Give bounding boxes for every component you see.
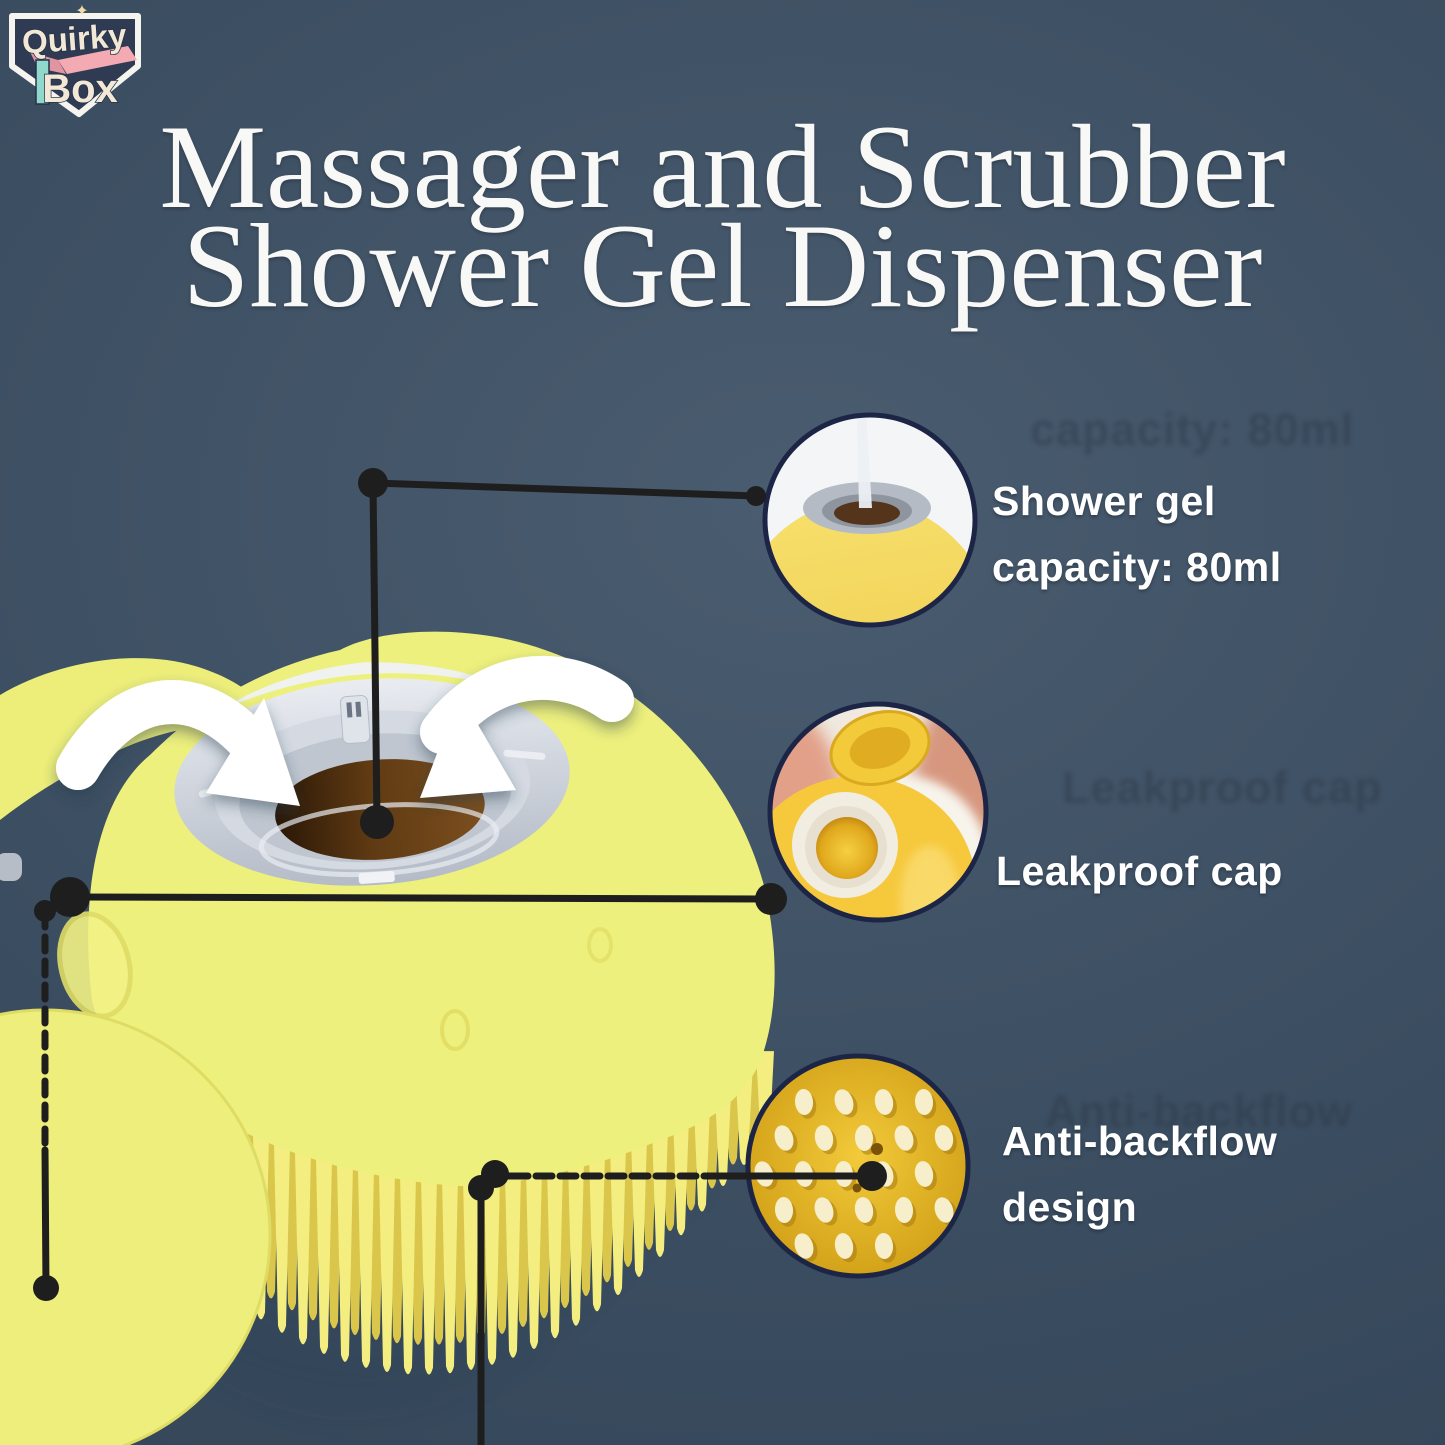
pour-arrows [56,655,634,806]
c3-nub [854,1125,874,1151]
connector3-branch-dot [468,1175,494,1201]
c2-border [767,701,989,923]
connector1-anchor-dot [360,805,394,839]
body-dimple [440,1009,470,1051]
connector2-horizontal [66,893,775,903]
label-line: capacity: 80ml [992,544,1282,591]
c3-border [745,1053,971,1279]
callout-circle-capacity [762,412,978,651]
c3-nub [834,1233,854,1259]
c3-nub [934,1125,954,1151]
ring-tick-right [503,749,546,760]
c2-highlight [900,845,960,918]
logo-word-quirky: Quirky [21,16,129,60]
label-leakproof-cap: Leakproof cap [996,838,1283,904]
c3-nub [934,1197,954,1223]
ring-tab-mark-1 [346,702,353,718]
c1-fill-hole [834,501,900,525]
c3-nub [834,1089,854,1115]
c3-nub [854,1197,874,1223]
page-title: Massager and Scrubber Shower Gel Dispens… [0,100,1445,332]
connector2-branch-dot [34,900,56,922]
c3-nub [774,1125,794,1151]
c3-nub [914,1089,934,1115]
title-line-1: Massager and Scrubber [159,100,1286,234]
c3-nub [794,1233,814,1259]
label-shower-gel-capacity: Shower gel capacity: 80ml [992,468,1282,601]
body-emboss-oval [57,911,133,1019]
c3-nub [774,1197,794,1223]
connectors [33,468,887,1445]
c3-hole-3 [852,1183,862,1193]
logo-box-lid-right [58,46,137,74]
c1-gel-ball [767,500,973,623]
connector2-main-dot [50,877,90,917]
label-anti-backflow: Anti-backflow design [1002,1108,1277,1241]
callout-circle-leakproof [767,701,989,923]
c3-nub [894,1125,914,1151]
curved-arrow-left-icon [56,680,270,790]
strap-clip [0,853,22,881]
connector2-bottom-dot [33,1275,59,1301]
c1-drop [831,629,845,651]
c3-nub [894,1197,914,1223]
label-line: Anti-backflow [1002,1118,1278,1164]
c3-nub [794,1089,814,1115]
ring-bottom-slot [358,870,395,884]
connector2-end-dot [755,883,787,915]
c3-nub [914,1161,934,1187]
watermark-ghost-1: capacity: 80ml [1030,404,1355,455]
c1-border [762,412,978,628]
connector1-horizontal [369,479,760,500]
connector1-corner-dot [358,468,388,498]
c1-gel-stream [857,417,872,508]
c2-flip-lid-inner [849,726,911,770]
connector1-vertical [369,479,381,826]
c2-spout-hole [816,817,878,879]
label-line: Leakproof cap [996,848,1283,894]
connector2-vertical [41,1146,50,1292]
label-line: design [1002,1184,1138,1231]
callout-circle-backflow [745,1053,971,1279]
curved-arrow-right-head-icon [420,694,516,798]
watermark-ghost-3: Anti-backflow [1045,1086,1354,1137]
connector3-end-dot [857,1161,887,1191]
c3-nub [874,1233,894,1259]
curved-arrow-left-head-icon [206,698,300,806]
c3-nub [874,1089,894,1115]
watermark-ghost-2: Leakproof cap [1062,762,1383,813]
body-dimple-2 [587,927,613,963]
ring-top-highlight [219,662,514,711]
connector1-end-dot [746,486,766,506]
sparkle-icon: ✦ [75,3,88,20]
label-line: Shower gel [992,478,1216,524]
logo-word-box: Box [42,67,118,111]
c3-nub [814,1197,834,1223]
ring-tab [339,695,371,745]
title-line-2: Shower Gel Dispenser [182,198,1263,332]
logo-box-side [35,59,50,105]
quirky-box-logo: Quirky Box ✦ [9,3,141,117]
c3-hole-1 [871,1143,883,1155]
scrubber-product [0,631,775,1445]
ring-tab-mark-2 [355,701,362,717]
c3-nub [814,1125,834,1151]
